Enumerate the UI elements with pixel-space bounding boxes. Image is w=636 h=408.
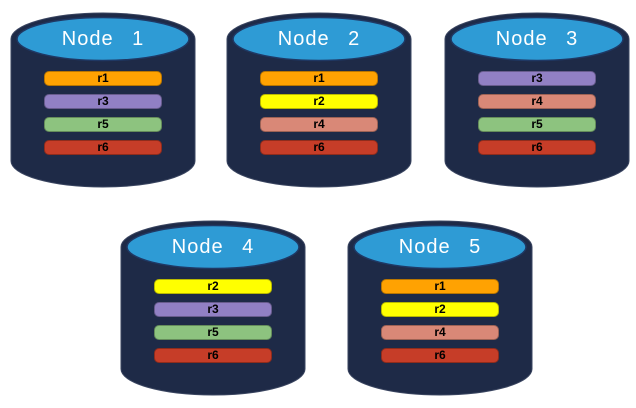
replica-bar-r2: r2 [260,94,378,109]
replica-bar-r1: r1 [44,71,162,86]
replica-bar-r3: r3 [154,302,272,317]
node-1: Node 1 r1 r3 r5 r6 [10,9,196,191]
replica-list: r1 r2 r4 r6 [260,71,378,163]
replica-bar-r6: r6 [154,348,272,363]
replica-list: r3 r4 r5 r6 [478,71,596,163]
replica-list: r2 r3 r5 r6 [154,279,272,371]
replica-bar-r3: r3 [478,71,596,86]
replica-bar-r6: r6 [381,348,499,363]
replica-bar-r4: r4 [478,94,596,109]
replica-bar-r1: r1 [260,71,378,86]
node-title: Node 3 [495,28,579,50]
replica-bar-r6: r6 [260,140,378,155]
replica-bar-r6: r6 [44,140,162,155]
replica-bar-r5: r5 [154,325,272,340]
node-title: Node 5 [398,236,482,258]
replica-list: r1 r3 r5 r6 [44,71,162,163]
node-2: Node 2 r1 r2 r4 r6 [226,9,412,191]
node-4: Node 4 r2 r3 r5 r6 [120,217,306,399]
replica-list: r1 r2 r4 r6 [381,279,499,371]
replica-bar-r4: r4 [381,325,499,340]
replica-bar-r2: r2 [154,279,272,294]
node-5: Node 5 r1 r2 r4 r6 [347,217,533,399]
node-title: Node 1 [61,28,145,50]
replica-bar-r5: r5 [44,117,162,132]
replica-bar-r6: r6 [478,140,596,155]
replica-bar-r1: r1 [381,279,499,294]
replica-bar-r3: r3 [44,94,162,109]
replica-bar-r5: r5 [478,117,596,132]
replica-bar-r2: r2 [381,302,499,317]
node-title: Node 2 [277,28,361,50]
node-3: Node 3 r3 r4 r5 r6 [444,9,630,191]
replica-bar-r4: r4 [260,117,378,132]
node-title: Node 4 [171,236,255,258]
